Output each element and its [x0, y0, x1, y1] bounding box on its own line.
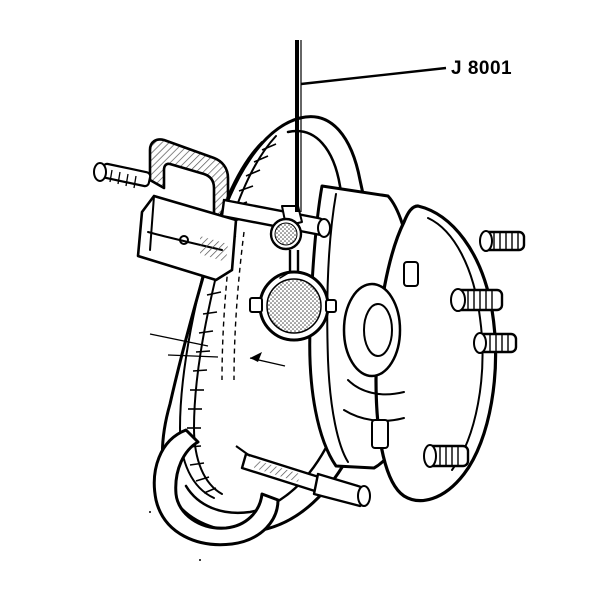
leader-line — [300, 66, 447, 86]
measurement-lines — [149, 333, 286, 367]
wheel-stud — [479, 230, 526, 252]
caliper-bracket — [152, 428, 280, 547]
wheel-stud — [423, 444, 470, 468]
clamp-assembly — [93, 138, 238, 282]
lower-probe — [235, 445, 371, 508]
dial-indicator — [249, 40, 337, 342]
wheel-studs — [371, 230, 526, 468]
wheel-stud — [473, 332, 518, 354]
wheel-stud — [450, 288, 504, 312]
tool-label-j8001: J 8001 — [451, 58, 513, 79]
